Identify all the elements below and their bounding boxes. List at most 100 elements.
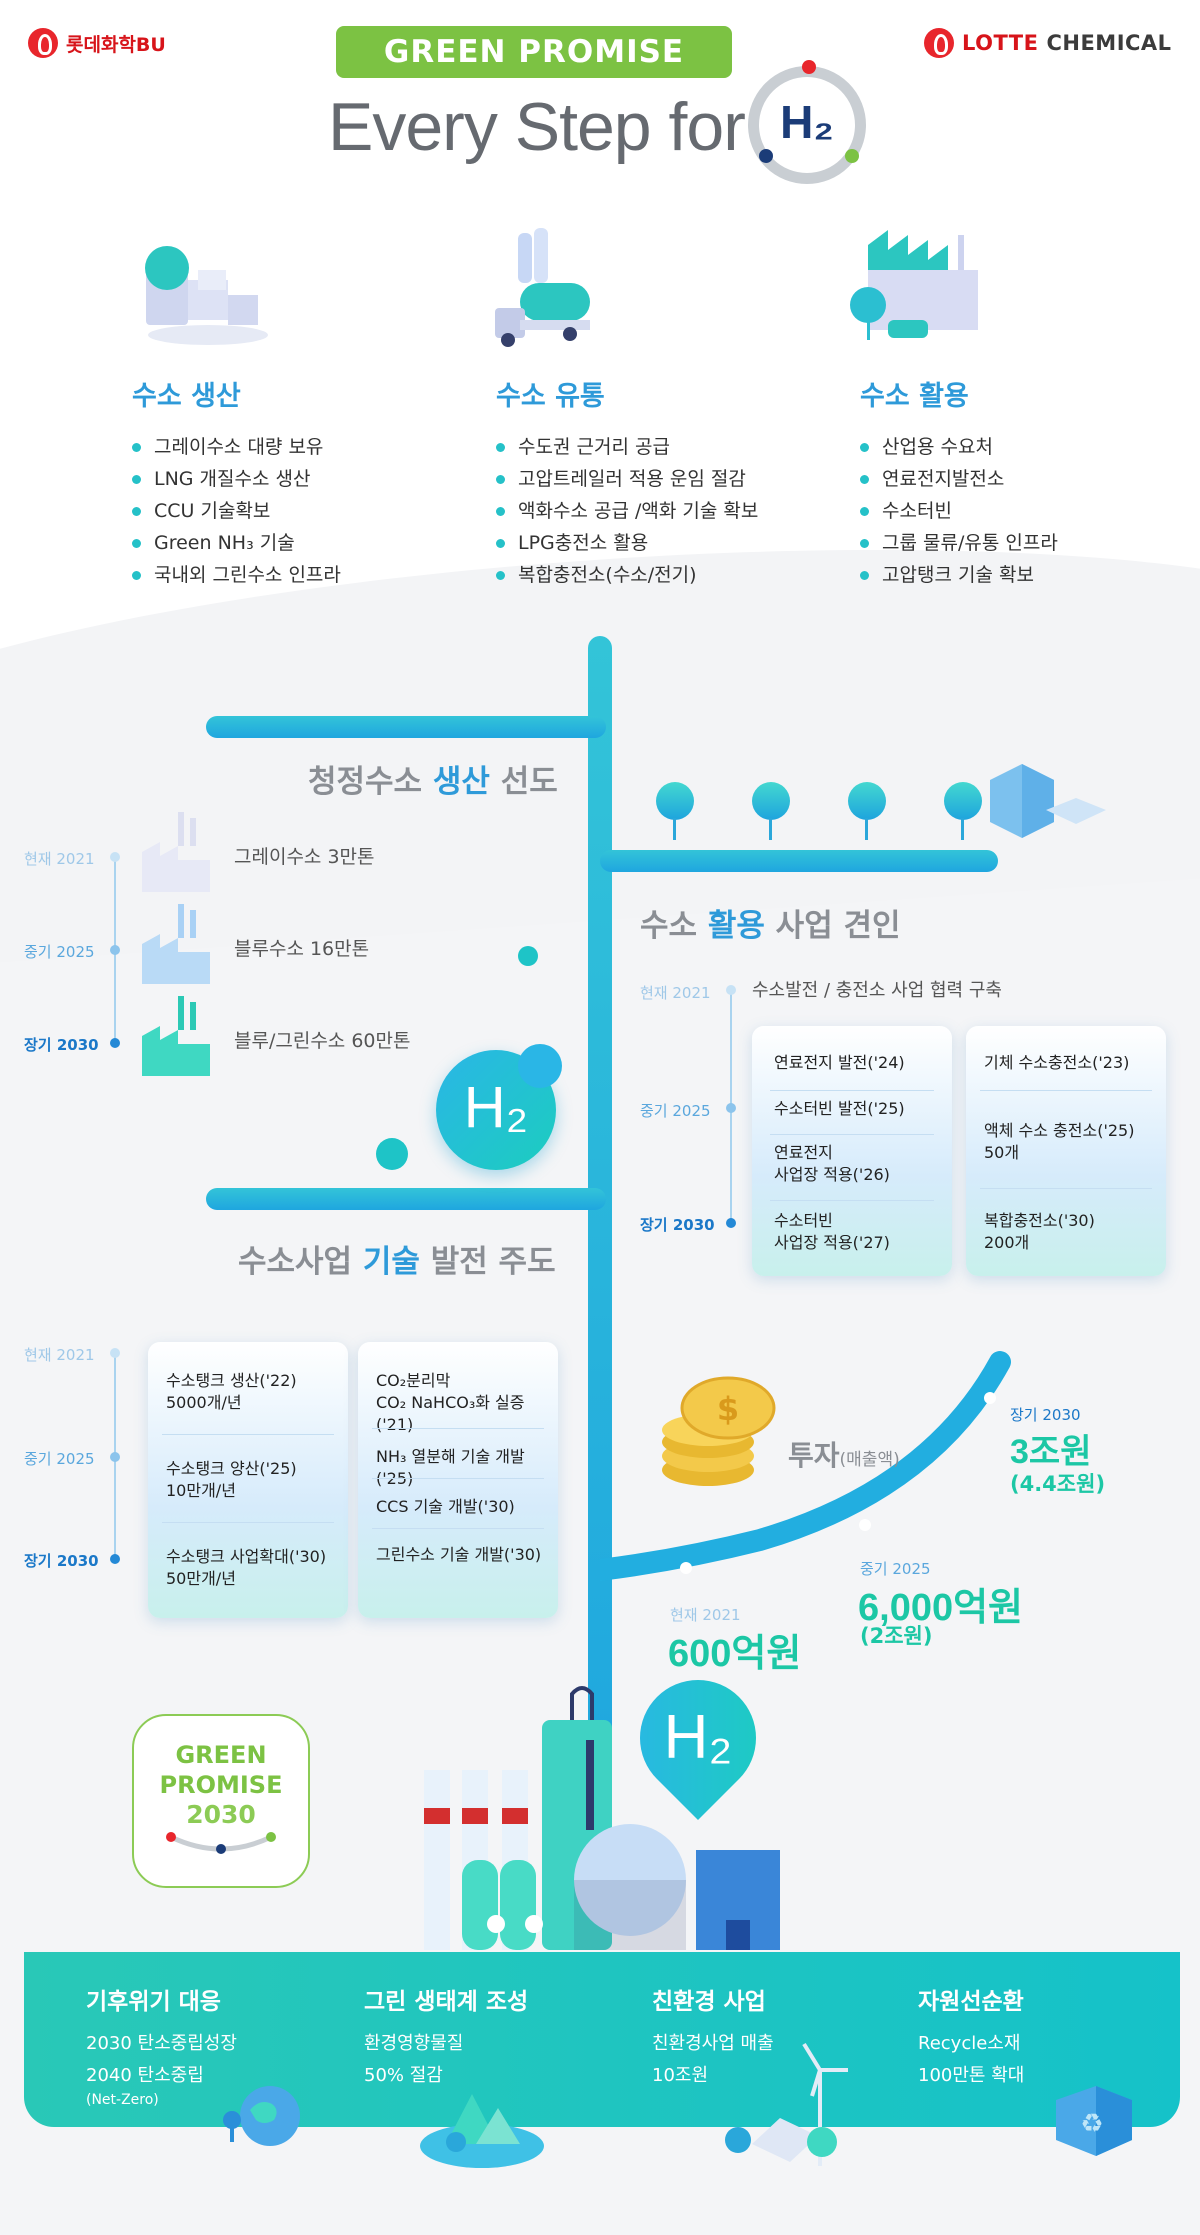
pillar-list: 수도권 근거리 공급 고압트레일러 적용 운임 절감 액화수소 공급 /액화 기…: [496, 431, 836, 591]
list-item: 수도권 근거리 공급: [496, 431, 836, 463]
lotte-chemical-bu-logo[interactable]: 롯데화학BU: [28, 28, 166, 58]
label-year: 2030: [56, 1552, 99, 1570]
svg-text:$: $: [717, 1390, 739, 1428]
label-text: 현재: [640, 984, 668, 1002]
card-item: 기체 수소충전소('23): [984, 1053, 1130, 1072]
divider: [162, 1522, 334, 1523]
card-item: 수소터빈 발전('25): [774, 1099, 905, 1118]
divider: [372, 1428, 544, 1429]
timeline-label-long: 장기 2030: [640, 1214, 715, 1235]
card-item: 수소탱크 양산('25) 10만개/년: [166, 1459, 297, 1500]
label-year: 2030: [1042, 1406, 1081, 1424]
label-year: 2025: [672, 1102, 711, 1120]
plant-h2-symbol: H₂: [663, 1703, 733, 1772]
blue-hydrogen-factory-icon: [142, 904, 210, 984]
divider: [372, 1478, 544, 1479]
pillar-utilization: 수소 활용 산업용 수요처 연료전지발전소 수소터빈 그룹 물류/유통 인프라 …: [860, 374, 1180, 591]
title-part: 청정수소: [308, 764, 433, 800]
card-item: 액체 수소 충전소('25) 50개: [984, 1121, 1135, 1162]
hydrogen-plant-illustration: [424, 1686, 780, 1950]
goal-line: 환경영향물질: [364, 2033, 464, 2054]
earth-icon: [223, 2086, 300, 2146]
lotte-chemical-logo[interactable]: LOTTE CHEMICAL: [924, 28, 1172, 58]
badge-line: GREEN: [175, 1741, 267, 1769]
timeline-dot: [110, 1348, 120, 1358]
title-highlight: 기술: [362, 1244, 420, 1280]
pillar-title: 수소 유통: [496, 381, 605, 412]
card-item: CCS 기술 개발('30): [376, 1497, 515, 1516]
production-stage-now: 그레이수소 3만톤: [234, 846, 375, 868]
card-item: 복합충전소('30) 200개: [984, 1211, 1095, 1252]
timeline-dot: [110, 1554, 120, 1564]
label-year: 2030: [56, 1036, 99, 1054]
goal-recycling: 자원선순환 Recycle소재 100만톤 확대: [918, 1982, 1158, 2092]
label-year: 2025: [56, 1450, 95, 1468]
goal-title: 친환경 사업: [652, 1989, 766, 2015]
goal-line: Recycle소재: [918, 2033, 1021, 2054]
hydrogen-utilization-factory-icon: [850, 230, 978, 340]
pillar-production: 수소 생산 그레이수소 대량 보유 LNG 개질수소 생산 CCU 기술확보 G…: [132, 374, 452, 591]
investment-now-amount: 600억원: [668, 1633, 802, 1675]
goal-line: 50% 절감: [364, 2065, 443, 2086]
card-item: 수소탱크 생산('22) 5000개/년: [166, 1371, 297, 1412]
divider: [162, 1434, 334, 1435]
badge-arc-icon: [166, 1832, 276, 1854]
list-item: 수소터빈: [860, 495, 1180, 527]
label-text: 현재: [24, 850, 52, 868]
label-text: 중기: [640, 1102, 668, 1120]
mountains-icon: [420, 2094, 544, 2168]
title-part: 수소사업: [238, 1244, 363, 1280]
wind-turbine-house-icon: [725, 2042, 848, 2166]
tree-trunk: [865, 818, 868, 840]
card-item: 그린수소 기술 개발('30): [376, 1545, 542, 1564]
investment-now-year: 현재 2021: [670, 1604, 741, 1625]
list-item: 그룹 물류/유통 인프라: [860, 527, 1180, 559]
utilization-now-text: 수소발전 / 충전소 사업 협력 구축: [752, 980, 1002, 1001]
investment-long-amount: 3조원: [1010, 1433, 1092, 1471]
investment-mid-sub: (2조원): [860, 1624, 933, 1648]
card-item: 연료전지 사업장 적용('26): [774, 1143, 890, 1184]
bubble-dot: [518, 1044, 562, 1088]
green-hydrogen-factory-icon: [142, 996, 210, 1076]
list-item: LNG 개질수소 생산: [132, 463, 452, 495]
pillar-list: 그레이수소 대량 보유 LNG 개질수소 생산 CCU 기술확보 Green N…: [132, 431, 452, 591]
timeline-dot: [110, 1038, 120, 1048]
investment-label: 투자(매출액): [788, 1434, 900, 1474]
tree-trunk: [673, 818, 676, 840]
title-part: 발전 주도: [419, 1244, 556, 1280]
title-part: 수소: [640, 908, 708, 944]
card-item: 수소탱크 사업확대('30) 50만개/년: [166, 1547, 327, 1588]
goal-climate: 기후위기 대응 2030 탄소중립성장 2040 탄소중립 (Net-Zero): [86, 1982, 326, 2108]
pillar-distribution: 수소 유통 수도권 근거리 공급 고압트레일러 적용 운임 절감 액화수소 공급…: [496, 374, 836, 591]
timeline-label-long: 장기 2030: [24, 1550, 99, 1571]
label-sub: (매출액): [839, 1450, 900, 1470]
investment-long-year: 장기 2030: [1010, 1404, 1081, 1425]
label-year: 2021: [702, 1606, 741, 1624]
pillar-list: 산업용 수요처 연료전지발전소 수소터빈 그룹 물류/유통 인프라 고압탱크 기…: [860, 431, 1180, 591]
lotte-logo-icon: [924, 28, 954, 58]
goal-title: 그린 생태계 조성: [364, 1989, 529, 2015]
green-promise-banner: GREEN PROMISE 2030: [336, 26, 732, 122]
goal-line: 100만톤 확대: [918, 2065, 1025, 2086]
title-part: 선도: [489, 764, 558, 800]
label-text: 장기: [24, 1552, 52, 1570]
bubble-dot: [376, 1138, 408, 1170]
logo-chemical-text: CHEMICAL: [1046, 31, 1172, 55]
buildings-icon: [990, 764, 1106, 838]
branch-technology: [206, 1188, 606, 1210]
badge-year: 2030: [186, 1800, 256, 1829]
branch-utilization: [600, 850, 998, 872]
lotte-logo-icon: [28, 28, 58, 58]
label-text: 투자: [788, 1439, 840, 1472]
gray-hydrogen-factory-icon: [142, 812, 210, 892]
timeline-label-now: 현재 2021: [24, 1344, 95, 1365]
divider: [372, 1528, 544, 1529]
goal-ecosystem: 그린 생태계 조성 환경영향물질 50% 절감: [364, 1982, 604, 2092]
tree-trunk: [769, 818, 772, 840]
badge-line: PROMISE: [159, 1771, 283, 1799]
goal-eco-business: 친환경 사업 친환경사업 매출 10조원: [652, 1982, 892, 2092]
h2-symbol: H₂: [780, 96, 834, 148]
divider: [980, 1188, 1152, 1189]
technology-card-carbon: CO₂분리막 CO₂ NaHCO₃화 실증('21) NH₃ 열분해 기술 개발…: [358, 1342, 558, 1618]
card-item: 수소터빈 사업장 적용('27): [774, 1211, 890, 1252]
